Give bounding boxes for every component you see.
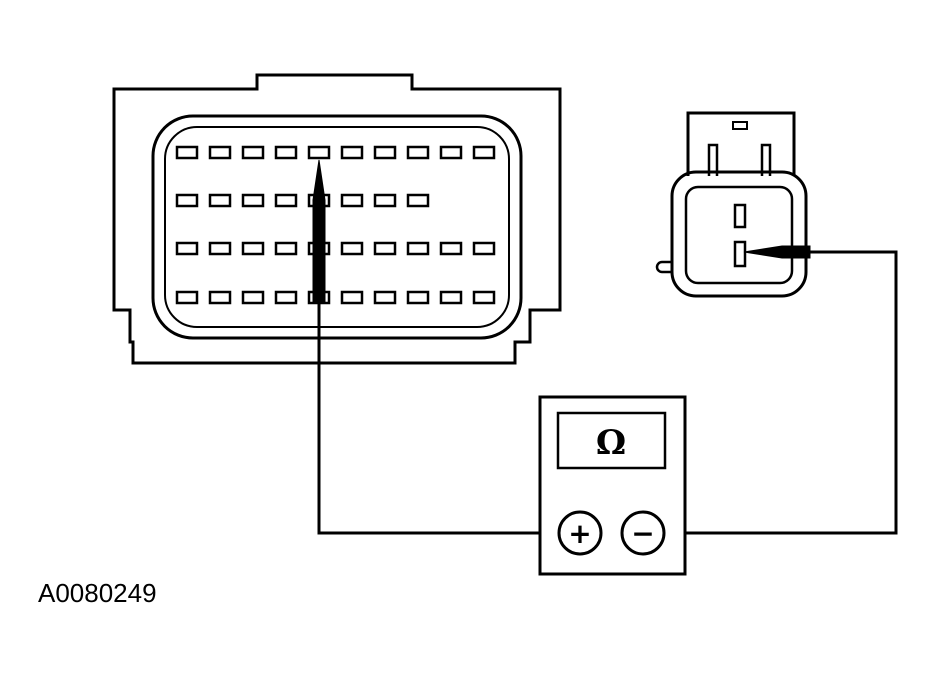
component-connector-tab bbox=[655, 260, 672, 274]
ecu-pin-cavity bbox=[274, 241, 298, 256]
ecu-pin-cavity bbox=[241, 241, 265, 256]
ecu-pin-cavity bbox=[472, 290, 496, 305]
ecu-pin-cavity bbox=[406, 193, 430, 208]
component-connector-body bbox=[670, 170, 808, 298]
ecu-connector bbox=[112, 73, 562, 365]
ecu-pin-cavity bbox=[208, 145, 232, 160]
ecu-pin-cavity bbox=[274, 145, 298, 160]
ecu-pin-cavity bbox=[208, 290, 232, 305]
ecu-pin-cavity bbox=[439, 290, 463, 305]
positive-terminal bbox=[557, 510, 603, 556]
ecu-pin-cavity bbox=[175, 145, 199, 160]
terminal-2 bbox=[733, 240, 747, 268]
ecu-pin-cavity bbox=[472, 241, 496, 256]
test-leads bbox=[317, 200, 898, 535]
ecu-pin-cavity bbox=[373, 241, 397, 256]
ecu-pin-field bbox=[175, 145, 496, 305]
ohm-symbol: Ω bbox=[596, 423, 626, 463]
ecu-pin-cavity bbox=[373, 290, 397, 305]
ecu-pin-cavity bbox=[241, 145, 265, 160]
positive-terminal-label: + bbox=[568, 517, 591, 550]
latch-arm-right bbox=[760, 143, 772, 176]
ecu-pin-cavity bbox=[406, 290, 430, 305]
negative-terminal-label: − bbox=[631, 517, 654, 550]
component-connector-latch bbox=[686, 111, 796, 176]
ecu-pin-cavity bbox=[307, 145, 331, 160]
latch-notch bbox=[732, 121, 748, 130]
ecu-connector-outline bbox=[112, 73, 562, 365]
ohmmeter: Ω + − bbox=[538, 395, 687, 576]
positive-probe-tip bbox=[312, 159, 326, 304]
ecu-pin-cavity bbox=[373, 193, 397, 208]
ecu-pin-cavity bbox=[340, 193, 364, 208]
ecu-pin-cavity bbox=[241, 290, 265, 305]
ecu-pin-cavity bbox=[406, 241, 430, 256]
component-connector-face bbox=[684, 185, 794, 285]
ecu-pin-cavity bbox=[472, 145, 496, 160]
ecu-pin-cavity bbox=[340, 290, 364, 305]
ecu-pin-cavity bbox=[406, 145, 430, 160]
component-connector bbox=[655, 111, 808, 298]
negative-probe-tip bbox=[743, 245, 811, 259]
ecu-pin-cavity bbox=[274, 290, 298, 305]
ecu-pin-cavity bbox=[208, 241, 232, 256]
ecu-pin-cavity bbox=[175, 193, 199, 208]
ecu-pin-cavity bbox=[274, 193, 298, 208]
ecu-pin-cavity bbox=[439, 145, 463, 160]
ecu-pin-cavity bbox=[175, 290, 199, 305]
ecu-pin-cavity bbox=[439, 241, 463, 256]
ohmmeter-display bbox=[556, 411, 667, 470]
ecu-connector-shroud-outer bbox=[151, 114, 523, 340]
ecu-pin-cavity bbox=[241, 193, 265, 208]
positive-lead-wire bbox=[317, 200, 560, 535]
terminal-1 bbox=[733, 203, 747, 229]
ecu-pin-cavity bbox=[340, 241, 364, 256]
ecu-pin-cavity bbox=[175, 241, 199, 256]
ecu-connector-shroud-inner bbox=[164, 126, 510, 328]
ecu-pin-cavity bbox=[340, 145, 364, 160]
negative-lead-wire bbox=[664, 250, 898, 535]
figure-reference-id: A0080249 bbox=[38, 578, 157, 608]
ecu-pin-cavity bbox=[208, 193, 232, 208]
latch-arm-left bbox=[707, 143, 719, 176]
negative-terminal bbox=[620, 510, 666, 556]
ecu-pin-cavity bbox=[373, 145, 397, 160]
